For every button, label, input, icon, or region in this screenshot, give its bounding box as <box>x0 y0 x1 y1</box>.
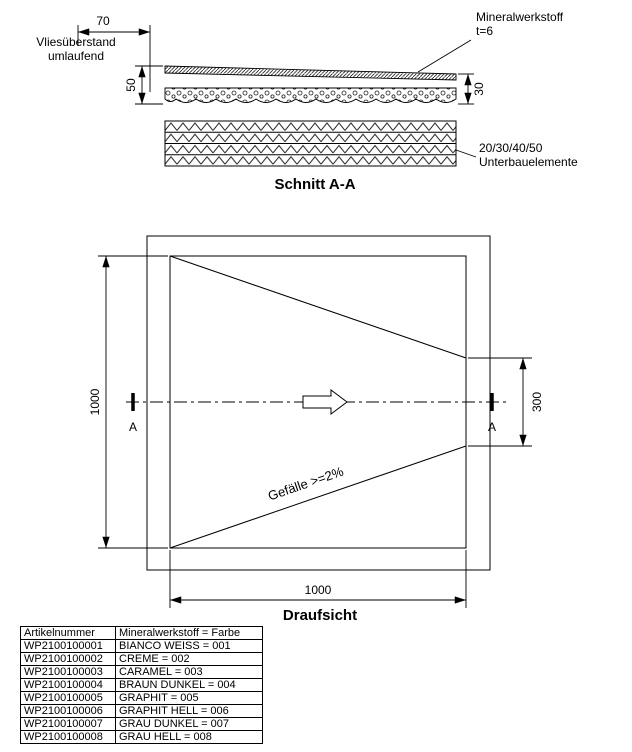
fleece-gravel-layer <box>164 87 457 103</box>
dim-30-value: 30 <box>472 82 486 96</box>
dimension-1000-left-lines <box>98 255 168 549</box>
color-cell: GRAU DUNKEL = 007 <box>115 717 263 731</box>
color-cell: BIANCO WEISS = 001 <box>115 639 263 653</box>
section-view-linework <box>77 25 477 167</box>
dimension-70-lines <box>77 25 151 92</box>
color-cell: CARAMEL = 003 <box>115 665 263 679</box>
article-number-cell: WP2100100002 <box>20 652 116 666</box>
dim-1000-left-value: 1000 <box>88 388 102 416</box>
substructure-block <box>164 120 457 167</box>
fleece-overhang-label: Vliesüberstand umlaufend <box>36 35 116 63</box>
color-cell: GRAU HELL = 008 <box>115 730 263 744</box>
section-marker-label-right: A <box>487 420 496 434</box>
article-table: Artikelnummer Mineralwerkstoff = Farbe W… <box>20 626 263 744</box>
col-header-material-farbe: Mineralwerkstoff = Farbe <box>115 626 263 640</box>
table-row: WP2100100003 CARAMEL = 003 <box>20 665 263 679</box>
table-row: WP2100100005 GRAPHIT = 005 <box>20 691 263 705</box>
dimension-50-lines <box>135 65 163 105</box>
table-row: WP2100100001 BIANCO WEISS = 001 <box>20 639 263 653</box>
article-number-cell: WP2100100004 <box>20 678 116 692</box>
substructure-name: Unterbauelemente <box>479 154 578 169</box>
color-cell: CREME = 002 <box>115 652 263 666</box>
article-number-cell: WP2100100008 <box>20 730 116 744</box>
dim-70-value: 70 <box>96 14 110 28</box>
article-number-cell: WP2100100006 <box>20 704 116 718</box>
mineral-material-layer <box>164 65 457 81</box>
article-number-cell: WP2100100007 <box>20 717 116 731</box>
slope-diagonal-bottom <box>169 445 467 549</box>
table-header-row: Artikelnummer Mineralwerkstoff = Farbe <box>20 626 263 640</box>
plan-view-title: Draufsicht <box>282 607 358 624</box>
section-view-title: Schnitt A-A <box>274 176 356 193</box>
substructure-leader-line <box>455 149 477 158</box>
color-cell: GRAPHIT HELL = 006 <box>115 704 263 718</box>
dim-300-value: 300 <box>530 391 544 413</box>
dimension-300-right-lines <box>468 357 532 447</box>
color-cell: GRAPHIT = 005 <box>115 691 263 705</box>
dim-1000-bottom-value: 1000 <box>304 583 332 597</box>
mineral-material-thickness: t=6 <box>476 23 494 38</box>
flow-arrow-icon <box>302 389 348 415</box>
table-row: WP2100100004 BRAUN DUNKEL = 004 <box>20 678 263 692</box>
article-number-cell: WP2100100005 <box>20 691 116 705</box>
color-cell: BRAUN DUNKEL = 004 <box>115 678 263 692</box>
table-row: WP2100100002 CREME = 002 <box>20 652 263 666</box>
article-number-cell: WP2100100001 <box>20 639 116 653</box>
section-marker-label-left: A <box>128 420 137 434</box>
mineral-leader-line <box>417 39 472 73</box>
substructure-sizes: 20/30/40/50 <box>479 141 543 155</box>
slope-diagonal-top <box>169 255 467 359</box>
dimension-1000-bottom-lines <box>169 550 467 608</box>
mineral-material-name: Mineralwerkstoff <box>476 10 564 24</box>
table-row: WP2100100008 GRAU HELL = 008 <box>20 730 263 744</box>
table-row: WP2100100007 GRAU DUNKEL = 007 <box>20 717 263 731</box>
col-header-artikelnummer: Artikelnummer <box>20 626 116 640</box>
dim-50-value: 50 <box>124 78 138 92</box>
table-row: WP2100100006 GRAPHIT HELL = 006 <box>20 704 263 718</box>
plan-outer-outline <box>146 235 491 571</box>
plan-view-linework <box>98 235 532 608</box>
mineral-material-label: Mineralwerkstoff t=6 <box>476 10 564 39</box>
dimension-30-lines <box>458 73 474 105</box>
article-number-cell: WP2100100003 <box>20 665 116 679</box>
substructure-label: 20/30/40/50 Unterbauelemente <box>479 141 578 170</box>
